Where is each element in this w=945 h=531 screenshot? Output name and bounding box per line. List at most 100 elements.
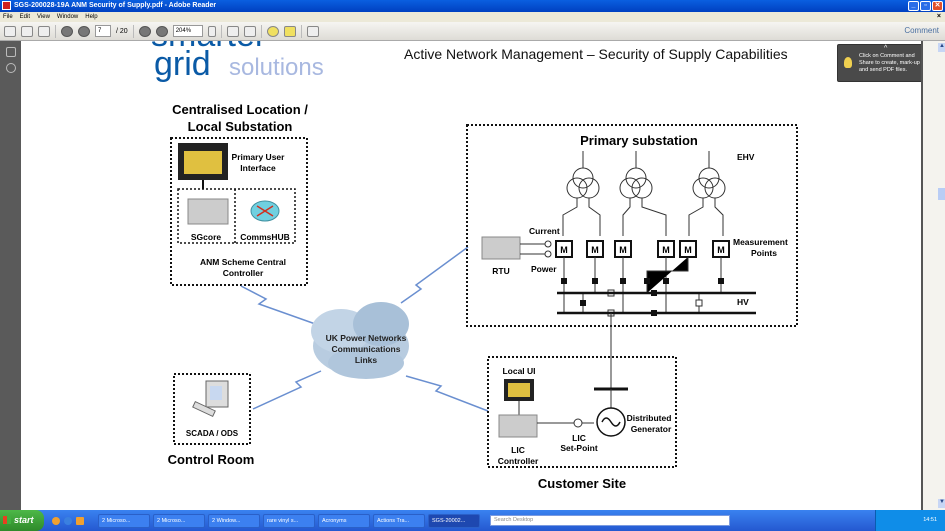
lic-controller-label-2: Controller [498, 456, 539, 466]
minimize-button[interactable]: _ [908, 1, 919, 11]
svg-text:M: M [591, 245, 599, 255]
sticky-note-icon[interactable] [283, 25, 296, 37]
tooltip-collapse-icon[interactable]: ^ [884, 45, 888, 52]
hv-label: HV [737, 297, 749, 307]
transformer-icon-3 [688, 151, 726, 236]
comment-share-tooltip: ^ Click on Comment and Share to create, … [837, 44, 933, 82]
comm-link-control-room [252, 370, 322, 410]
fit-width-icon[interactable] [243, 25, 256, 37]
scroll-down-icon[interactable]: ▼ [938, 499, 945, 508]
keyboard-icon [192, 400, 216, 418]
scroll-up-icon[interactable]: ▲ [938, 43, 945, 52]
menu-help[interactable]: Help [85, 14, 98, 20]
start-button[interactable]: start [0, 510, 44, 531]
outlook-icon[interactable] [76, 516, 84, 525]
save-icon[interactable] [4, 25, 16, 37]
logo-grid: grid [154, 45, 211, 83]
meter-5: M [679, 240, 697, 258]
zoom-out-icon[interactable] [138, 25, 151, 37]
transformer-icon-2 [619, 151, 667, 236]
menu-file[interactable]: File [3, 14, 13, 20]
chrome-icon[interactable] [52, 516, 60, 525]
sgcore-label: SGcore [191, 232, 222, 242]
desktop-search-input[interactable]: Search Desktop [490, 515, 730, 526]
menu-edit[interactable]: Edit [19, 14, 31, 20]
print-icon[interactable] [21, 25, 33, 37]
task-acronyms[interactable]: Acronyms [318, 513, 370, 528]
primary-ui-label-2: Interface [240, 163, 276, 173]
task-adobe-reader[interactable]: SGS-20002... [428, 513, 480, 528]
clock: 14:51 [923, 517, 937, 523]
meter-3: M [614, 240, 632, 258]
setpoint-label-2: Set-Point [560, 443, 597, 453]
toolbar-separator [132, 24, 134, 38]
meter-1: M [555, 240, 573, 258]
lightbulb-icon [844, 57, 852, 68]
task-chrome[interactable]: rare vinyl s... [263, 513, 315, 528]
sgcore-plc-icon [187, 198, 229, 225]
controller-inner-box [177, 188, 296, 244]
full-screen-icon[interactable] [306, 25, 319, 37]
window-titlebar: SGS-200028-19A ANM Security of Supply.pd… [0, 0, 945, 12]
menu-bar: File Edit View Window Help × [0, 12, 945, 22]
comms-cloud-icon [311, 302, 409, 379]
comment-bubble-icon[interactable] [266, 25, 279, 37]
local-ui-label: Local UI [502, 366, 535, 376]
zoom-in-icon[interactable] [155, 25, 168, 37]
email-icon[interactable] [38, 25, 50, 37]
comment-pane-button[interactable]: Comment [904, 26, 939, 35]
generator-label-2: Generator [631, 424, 672, 434]
controller-label-2: Controller [223, 268, 264, 278]
scroll-thumb[interactable] [938, 188, 945, 200]
ehv-label: EHV [737, 152, 755, 162]
menu-view[interactable]: View [37, 14, 50, 20]
vertical-scrollbar[interactable]: ▲ ▼ [921, 41, 945, 510]
toolbar-separator [55, 24, 56, 38]
task-word[interactable]: 2 Microso... [153, 513, 205, 528]
page-number-input[interactable]: 7 [95, 25, 111, 37]
comm-link-central [240, 285, 322, 327]
scada-label: SCADA / ODS [186, 429, 239, 438]
previous-page-icon[interactable] [61, 25, 73, 37]
pages-thumbnail-icon[interactable] [5, 47, 16, 57]
quick-launch [52, 516, 84, 525]
central-box [170, 137, 308, 286]
logo-solutions: solutions [229, 54, 324, 81]
meter-2: M [586, 240, 604, 258]
measurement-points: M M M M M M [555, 240, 730, 258]
current-label: Current [529, 226, 560, 236]
attachments-paperclip-icon[interactable] [5, 63, 16, 73]
svg-text:M: M [560, 245, 568, 255]
ie-icon[interactable] [64, 516, 72, 525]
task-explorer[interactable]: 2 Window... [208, 513, 260, 528]
toolbar-separator [220, 24, 222, 38]
zoom-dropdown-chevron-icon[interactable] [207, 25, 216, 37]
central-heading-2: Local Substation [188, 119, 293, 134]
zoom-level-input[interactable]: 204% [172, 25, 203, 37]
fit-page-icon[interactable] [226, 25, 239, 37]
measurement-label-2: Points [751, 248, 777, 258]
commshub-label: CommsHUB [240, 232, 290, 242]
transformers [562, 151, 726, 236]
close-button[interactable]: ✕ [932, 1, 943, 11]
menu-window[interactable]: Window [56, 14, 79, 20]
window-title: SGS-200028-19A ANM Security of Supply.pd… [14, 2, 217, 9]
measurement-label-1: Measurement [733, 237, 788, 247]
cloud-label-3: Links [355, 355, 377, 365]
pdf-page: smarter grid solutions Active Network Ma… [21, 41, 921, 510]
cloud-label-2: Communications [332, 344, 401, 354]
toolbar-separator [260, 24, 262, 38]
transformer-icon-1 [562, 151, 601, 236]
maximize-button[interactable]: ▫ [920, 1, 931, 11]
task-actions-tracker[interactable]: Actions Tra... [373, 513, 425, 528]
lic-controller-label-1: LIC [511, 445, 525, 455]
setpoint-ct-icon [573, 418, 583, 428]
close-document-button[interactable]: × [936, 13, 941, 20]
next-page-icon[interactable] [78, 25, 90, 37]
navigation-pane [0, 41, 21, 510]
windows-flag-icon [3, 516, 11, 524]
system-tray: 14:51 [875, 510, 945, 531]
rtu-device-icon [481, 236, 521, 260]
lic-controller-icon [498, 414, 538, 438]
task-outlook[interactable]: 2 Microso... [98, 513, 150, 528]
